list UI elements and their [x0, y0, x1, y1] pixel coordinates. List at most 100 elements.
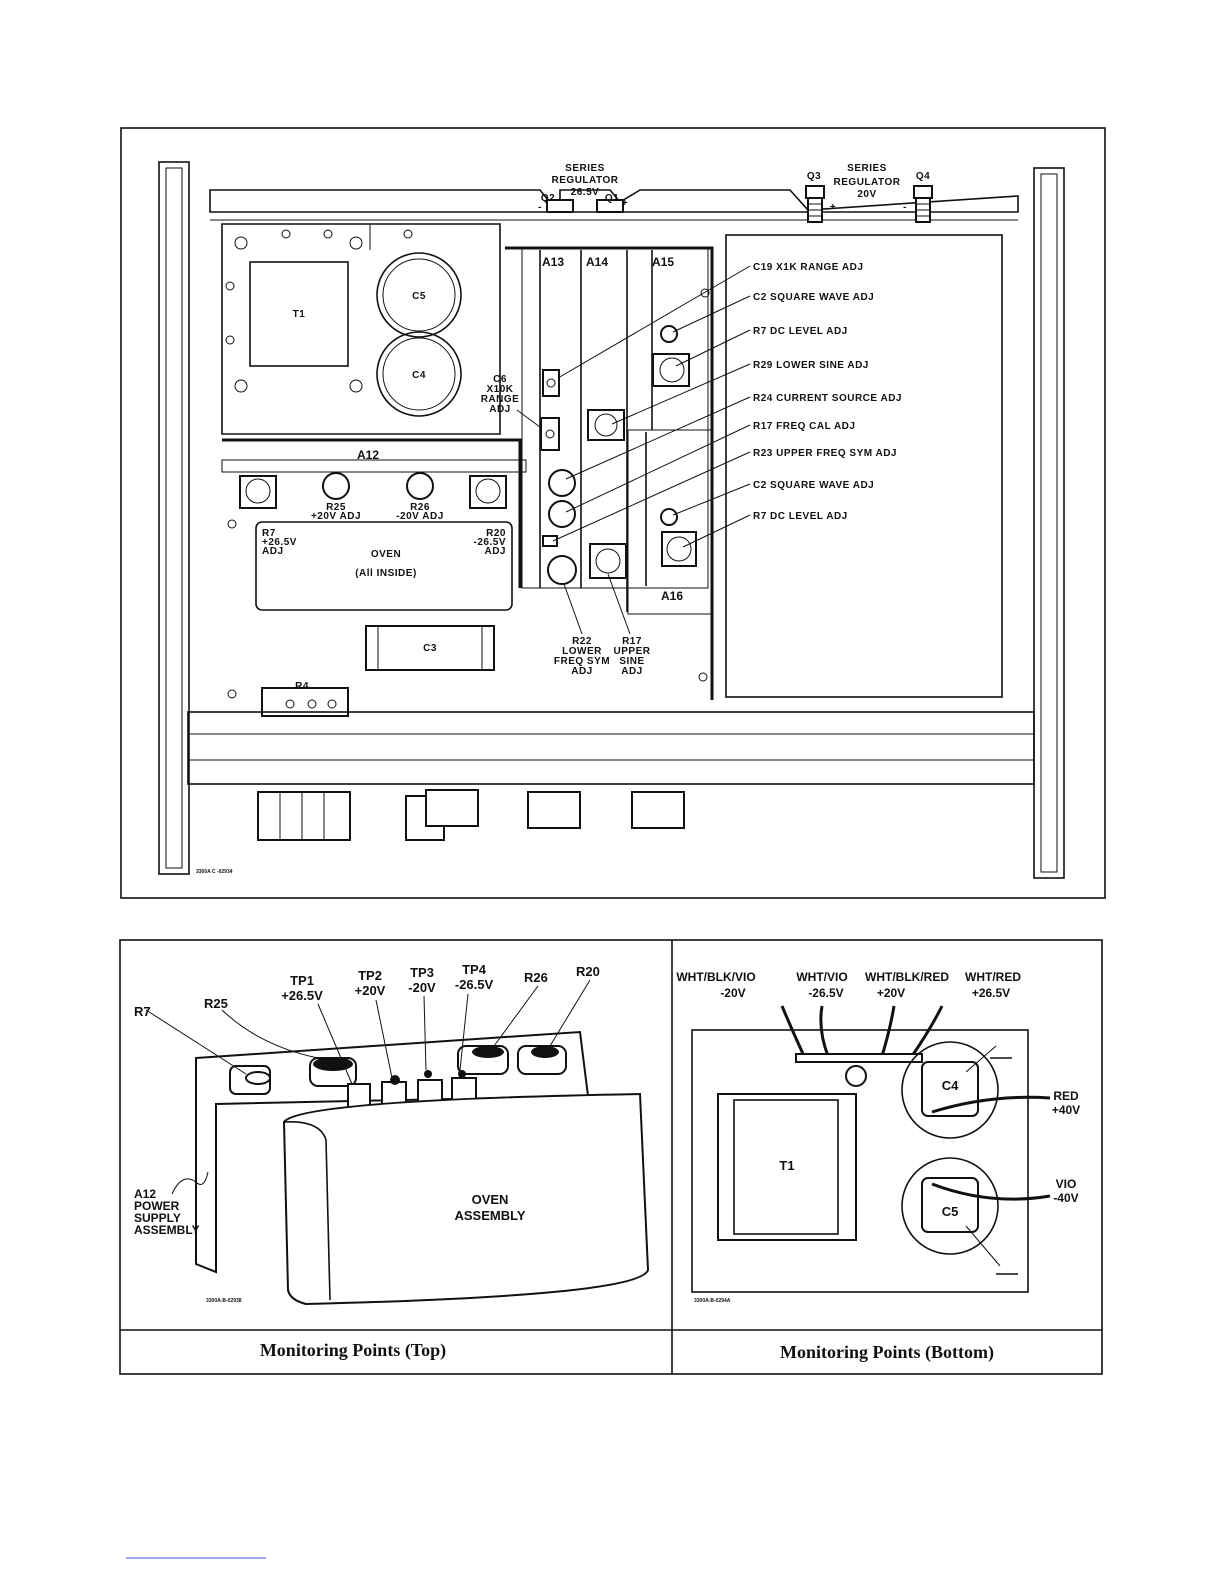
oven-sub-label: (All INSIDE)	[355, 568, 417, 579]
left-rail	[158, 161, 190, 875]
a12-assembly-label-2: POWER	[134, 1199, 180, 1213]
oven-label: OVEN	[371, 549, 401, 560]
r24-pot	[548, 469, 576, 497]
c4-label: C4	[412, 370, 426, 381]
left-figure-id: 3300A-B-02938	[206, 1298, 242, 1304]
c5-label: C5	[412, 291, 426, 302]
a12-r26-pot	[406, 472, 434, 500]
a12-r7-label: R7	[262, 528, 276, 539]
callout-r17: R17 FREQ CAL ADJ	[753, 421, 855, 432]
callout-c2-lower: C2 SQUARE WAVE ADJ	[753, 480, 874, 491]
tp1-voltage: +26.5V	[281, 988, 323, 1003]
wire4-voltage: +26.5V	[972, 986, 1010, 1000]
top-figure: SERIES REGULATOR 26.5V Q2 Q1 - + SERIES …	[120, 127, 1106, 899]
oven-assembly-label-1: OVEN	[472, 1192, 509, 1207]
series-regulator-1-title2: REGULATOR	[552, 175, 619, 186]
reg1-plus: +	[622, 198, 628, 209]
c4-capacitor	[376, 331, 462, 417]
a12-r25-pot	[322, 472, 350, 500]
bottom-figures-frame	[119, 939, 1103, 1375]
r7-label-3d: R7	[134, 1004, 151, 1019]
wire3-color: WHT/BLK/RED	[865, 970, 949, 984]
c6-label-3: RANGE	[481, 394, 520, 405]
r29-pot	[587, 409, 625, 441]
a12-r20-label: R20	[486, 528, 506, 539]
q4-label: Q4	[916, 171, 930, 182]
c6-label-1: C6	[493, 374, 507, 385]
front-panel-knobs	[257, 789, 685, 841]
q3-transistor	[805, 185, 825, 223]
wire1-color: WHT/BLK/VIO	[676, 970, 755, 984]
left-figure: OVEN ASSEMBLY R7 R25 R26 R20 TP1 +26.5V …	[119, 939, 1103, 1375]
a12-r20-pot	[469, 475, 507, 509]
t1-bottom-label: T1	[779, 1158, 794, 1173]
wire1-voltage: -20V	[720, 986, 745, 1000]
callout-r23: R23 UPPER FREQ SYM ADJ	[753, 448, 897, 459]
q3-label: Q3	[807, 171, 821, 182]
c6-label-2: X10K	[486, 384, 513, 395]
tp3-voltage: -20V	[408, 980, 436, 995]
callout-leader-lines	[552, 265, 751, 548]
q2-transistor	[546, 199, 574, 213]
r20-label-3d: R20	[576, 964, 600, 979]
right-figure: WHT/BLK/VIO -20V WHT/VIO -26.5V WHT/BLK/…	[676, 970, 1080, 1363]
a12-r25-sub: +20V ADJ	[311, 511, 361, 522]
q4-transistor	[913, 185, 933, 223]
a12-board-edge	[222, 438, 522, 588]
r25-label-3d: R25	[204, 996, 228, 1011]
oven-assembly	[282, 1092, 650, 1306]
a12-r20-volt: -26.5V	[474, 537, 506, 548]
c2-lower-trimmer	[660, 508, 678, 526]
reg1-minus: -	[538, 202, 542, 213]
r7-pot-3d	[229, 1065, 271, 1095]
red-wire-voltage: +40V	[1052, 1103, 1080, 1117]
right-figure-id: 3300A-B-0294A	[694, 1298, 731, 1304]
tp4-label: TP4	[462, 962, 487, 977]
r17-label-4: ADJ	[621, 666, 643, 677]
c5-capacitor-bottom	[901, 1157, 1051, 1275]
c3-label: C3	[423, 643, 437, 654]
t1-transformer	[249, 261, 349, 367]
a12-r7-pot	[239, 475, 277, 509]
vio-wire-voltage: -40V	[1053, 1191, 1078, 1205]
a13-label: A13	[542, 255, 564, 269]
a12-r26-label: R26	[410, 502, 430, 513]
r4-label: R4	[295, 681, 309, 692]
c2-upper-trimmer	[660, 325, 678, 343]
right-rail	[1033, 167, 1065, 879]
callout-r7-upper: R7 DC LEVEL ADJ	[753, 326, 848, 337]
c5-capacitor	[376, 252, 462, 338]
top-figure-frame	[120, 127, 1106, 899]
wire2-voltage: -26.5V	[808, 986, 843, 1000]
r17-label-2: UPPER	[614, 646, 651, 657]
tp2-voltage: +20V	[355, 983, 386, 998]
r26-pot-3d	[457, 1045, 509, 1075]
q1-label: Q1	[605, 193, 619, 204]
callout-r29: R29 LOWER SINE ADJ	[753, 360, 869, 371]
a12-assembly-label-3: SUPPLY	[134, 1211, 181, 1225]
r22-label-1: R22	[572, 636, 592, 647]
top-figure-id: 3300A C -02934	[196, 869, 233, 875]
series-regulator-1-title: SERIES	[565, 163, 605, 174]
r25-pot-3d	[309, 1057, 357, 1087]
wire3-voltage: +20V	[877, 986, 905, 1000]
callout-c2-upper: C2 SQUARE WAVE ADJ	[753, 292, 874, 303]
series-regulator-2-title2: REGULATOR	[834, 177, 901, 188]
right-compartment	[725, 234, 1003, 698]
caption-bottom: Monitoring Points (Bottom)	[780, 1342, 994, 1363]
a15-label: A15	[652, 255, 674, 269]
c5-bottom-label: C5	[942, 1204, 959, 1219]
a12-r26-sub: -20V ADJ	[396, 511, 444, 522]
chassis-bottom	[691, 1029, 1029, 1293]
a14-label: A14	[586, 255, 608, 269]
c3-capacitor	[365, 625, 495, 671]
tp2-label: TP2	[358, 968, 382, 983]
q2-label: Q2	[541, 193, 555, 204]
c19-trimmer	[542, 369, 560, 397]
r22-pot	[547, 555, 577, 585]
vio-wire-label: VIO	[1056, 1177, 1077, 1191]
r17-label-3: SINE	[619, 656, 644, 667]
t1-label: T1	[293, 309, 306, 320]
series-regulator-2-voltage: 20V	[857, 189, 876, 200]
card-cage	[505, 246, 714, 700]
